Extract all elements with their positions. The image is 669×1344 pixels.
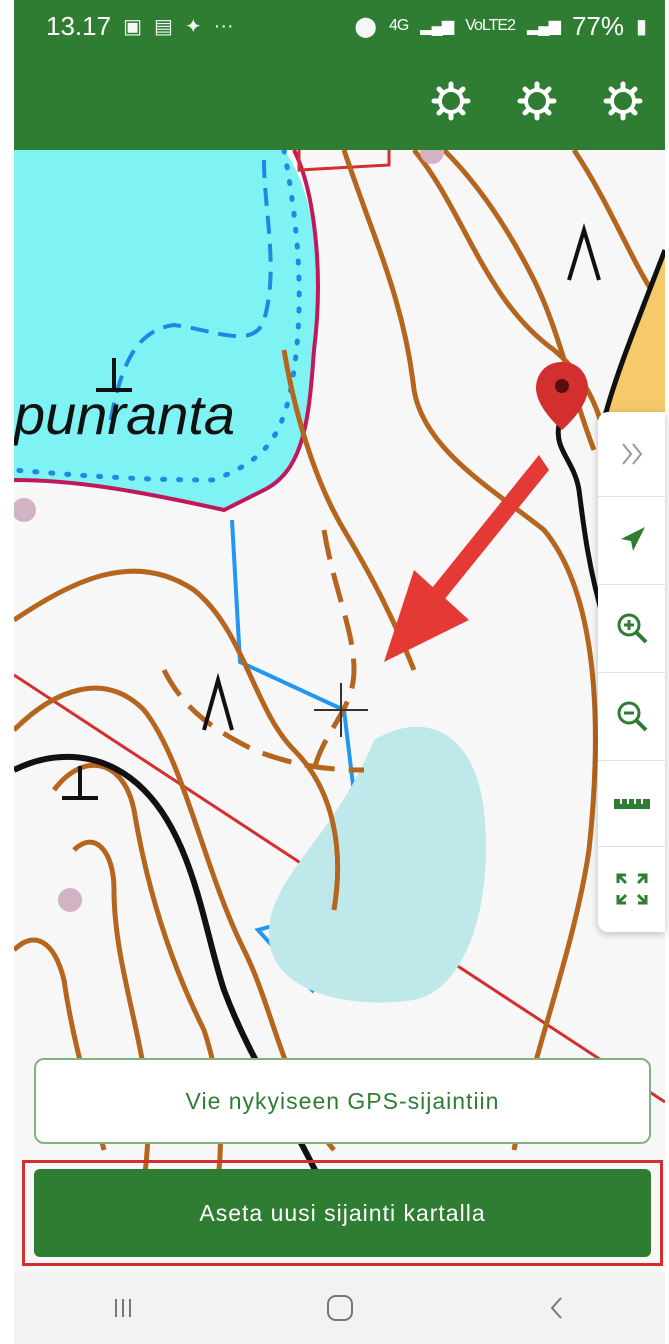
home-icon[interactable] [300,1278,380,1338]
notification-icon: ▣ [123,15,142,38]
location-icon: ⬤ [354,15,377,38]
zoom-in-icon[interactable] [598,584,665,673]
battery-percent: 77% [571,10,624,41]
t-symbol-2 [62,766,98,800]
zoom-out-icon[interactable] [598,672,665,761]
status-right: ⬤ 4G ▂▄▆ VoLTE2 ▂▄▆ 77% ▮ [355,11,647,42]
settings-icon[interactable] [427,77,475,125]
black-path-right [555,424,607,621]
red-boundary-top [297,150,391,172]
screen-edge [0,0,14,1344]
settings-icon[interactable] [513,77,561,125]
stream-dashed [107,159,273,431]
fullscreen-icon[interactable] [598,846,665,932]
more-icon: ··· [213,14,234,37]
status-left: 13.17 ▣ ▤ ✦ ··· [46,11,234,42]
map-tools-panel [598,412,665,932]
locate-icon[interactable] [598,496,665,585]
signal-icon: ▂▄▆ [420,18,454,35]
signal-icon-2: ▂▄▆ [526,18,561,35]
network-type: 4G [388,17,409,34]
place-label: punranta [14,383,236,446]
carrier-label: VoLTE2 [465,17,516,34]
recent-apps-icon[interactable] [83,1278,163,1338]
settings-icon[interactable] [599,77,647,125]
expand-icon[interactable] [598,412,665,497]
map-canvas [14,150,665,1241]
battery-icon: ▮ [635,15,647,38]
go-to-gps-location-button[interactable]: Vie nykyiseen GPS-sijaintiin [34,1058,651,1144]
ruler-icon[interactable] [598,760,665,847]
marsh-area [268,726,486,1003]
set-new-location-button[interactable]: Aseta uusi sijainti kartalla [34,1169,651,1257]
t-symbol [96,358,132,392]
lake-area [14,150,318,510]
status-bar: 13.17 ▣ ▤ ✦ ··· ⬤ 4G ▂▄▆ VoLTE2 ▂▄▆ 77% … [14,0,665,52]
navigation-bar [14,1272,665,1344]
app-bar [14,52,665,150]
cliff-symbol [567,223,601,281]
lake-dots [14,150,302,483]
status-time: 13.17 [46,10,112,41]
highlight-annotation [22,1160,663,1266]
app-icon: ✦ [184,15,202,38]
red-arrow [384,455,549,662]
crosshair [314,683,368,737]
gallery-icon: ▤ [153,15,173,38]
location-marker [536,362,588,430]
cliff-symbol-2 [202,672,234,731]
back-icon[interactable] [517,1278,597,1338]
lake-shore [14,150,320,513]
